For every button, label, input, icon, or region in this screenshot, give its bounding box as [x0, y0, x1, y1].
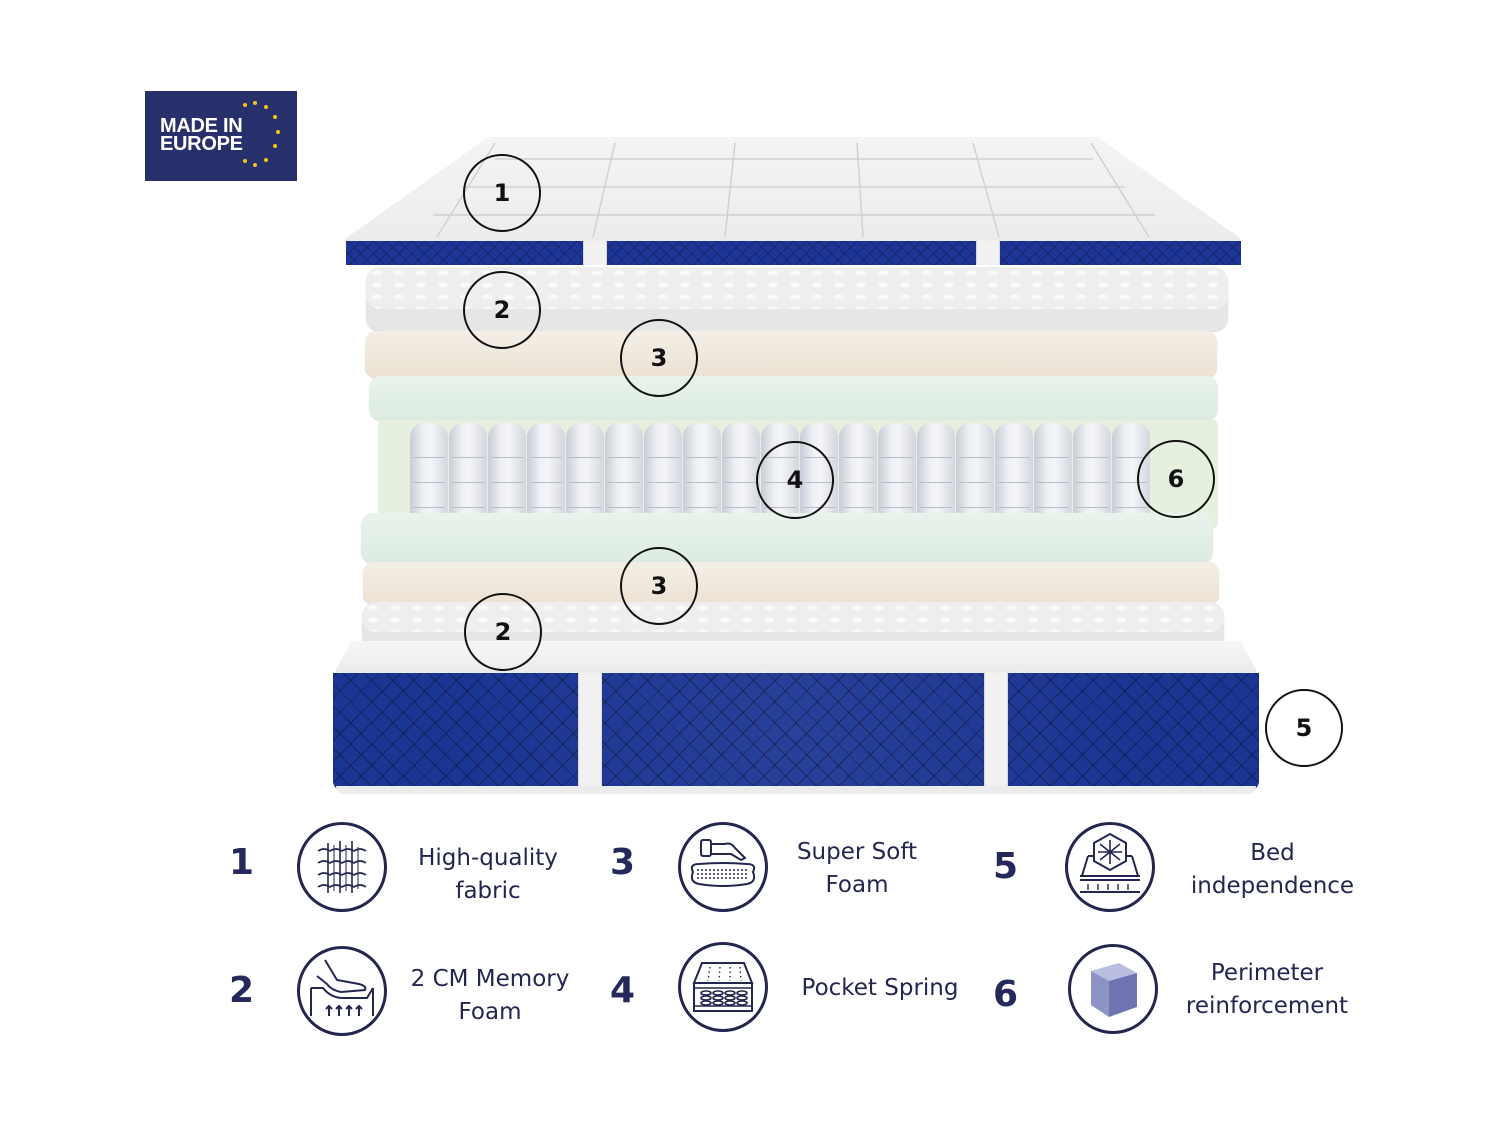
topper-side-band — [346, 241, 1241, 265]
eu-stars-icon — [243, 101, 280, 167]
support-foam-layer-bottom — [361, 513, 1213, 563]
legend-label-6-line1: Perimeter — [1210, 960, 1324, 986]
legend-label-1-line1: High-quality — [418, 845, 558, 871]
pocket-spring — [878, 423, 916, 527]
bed-independence-icon — [1065, 822, 1155, 912]
legend-label-3-line2: Foam — [825, 872, 889, 898]
support-foam-layer-top — [369, 376, 1218, 420]
memory-foam-hand-icon — [297, 946, 387, 1036]
legend-label-1: High-quality fabric — [408, 842, 568, 908]
pocket-spring — [644, 423, 682, 527]
legend-label-5-line1: Bed — [1250, 840, 1295, 866]
callout-2-bottom: 2 — [464, 593, 542, 671]
callout-3-bottom: 3 — [620, 547, 698, 625]
legend-label-1-line2: fabric — [455, 878, 521, 904]
legend-label-2: 2 CM Memory Foam — [400, 963, 580, 1029]
pocket-spring — [527, 423, 565, 527]
pocket-spring — [1073, 423, 1111, 527]
pocket-spring — [839, 423, 877, 527]
topper-strap — [583, 241, 607, 265]
legend-label-2-line2: Foam — [458, 999, 522, 1025]
legend-label-5: Bed independence — [1180, 837, 1365, 903]
pocket-spring — [449, 423, 487, 527]
callout-3-top: 3 — [620, 319, 698, 397]
legend-number-3: 3 — [610, 842, 636, 883]
callout-4: 4 — [756, 441, 834, 519]
legend-number-2: 2 — [229, 970, 255, 1011]
badge-line-1: MADE IN — [160, 115, 243, 137]
badge-text: MADE IN EUROPE — [160, 115, 243, 155]
pocket-spring — [995, 423, 1033, 527]
legend-label-3: Super Soft Foam — [782, 836, 932, 902]
badge-line-2: EUROPE — [160, 133, 243, 155]
legend-number-6: 6 — [993, 974, 1019, 1015]
fabric-weave-icon — [297, 822, 387, 912]
legend-label-4-line1: Pocket Spring — [801, 975, 959, 1001]
pocket-spring — [605, 423, 643, 527]
pocket-spring — [683, 423, 721, 527]
legend-label-3-line1: Super Soft — [796, 839, 918, 865]
base-strap — [578, 673, 602, 791]
pocket-spring-row — [410, 423, 1150, 527]
legend-label-2-line1: 2 CM Memory — [410, 966, 570, 992]
topper-strap — [976, 241, 1000, 265]
legend-label-4: Pocket Spring — [790, 972, 970, 1005]
legend-number-1: 1 — [229, 842, 255, 883]
legend-label-6: Perimeter reinforcement — [1172, 957, 1362, 1023]
pocket-spring — [488, 423, 526, 527]
pocket-spring-icon — [678, 942, 768, 1032]
cube-icon — [1068, 944, 1158, 1034]
pocket-spring — [722, 423, 760, 527]
callout-1: 1 — [463, 154, 541, 232]
base-bottom-border — [336, 786, 1256, 794]
pocket-spring — [917, 423, 955, 527]
legend-label-5-line2: independence — [1190, 873, 1355, 899]
base-strap — [984, 673, 1008, 791]
pocket-spring — [410, 423, 448, 527]
pocket-spring — [1034, 423, 1072, 527]
legend-number-5: 5 — [993, 846, 1019, 887]
pocket-spring — [566, 423, 604, 527]
soft-foam-hand-icon — [678, 822, 768, 912]
pocket-spring — [956, 423, 994, 527]
base-side-band — [333, 673, 1259, 791]
callout-6: 6 — [1137, 440, 1215, 518]
made-in-europe-badge: MADE IN EUROPE — [145, 91, 297, 181]
callout-5: 5 — [1265, 689, 1343, 767]
callout-2-top: 2 — [463, 271, 541, 349]
legend-label-6-line2: reinforcement — [1185, 993, 1349, 1019]
legend-number-4: 4 — [610, 970, 636, 1011]
